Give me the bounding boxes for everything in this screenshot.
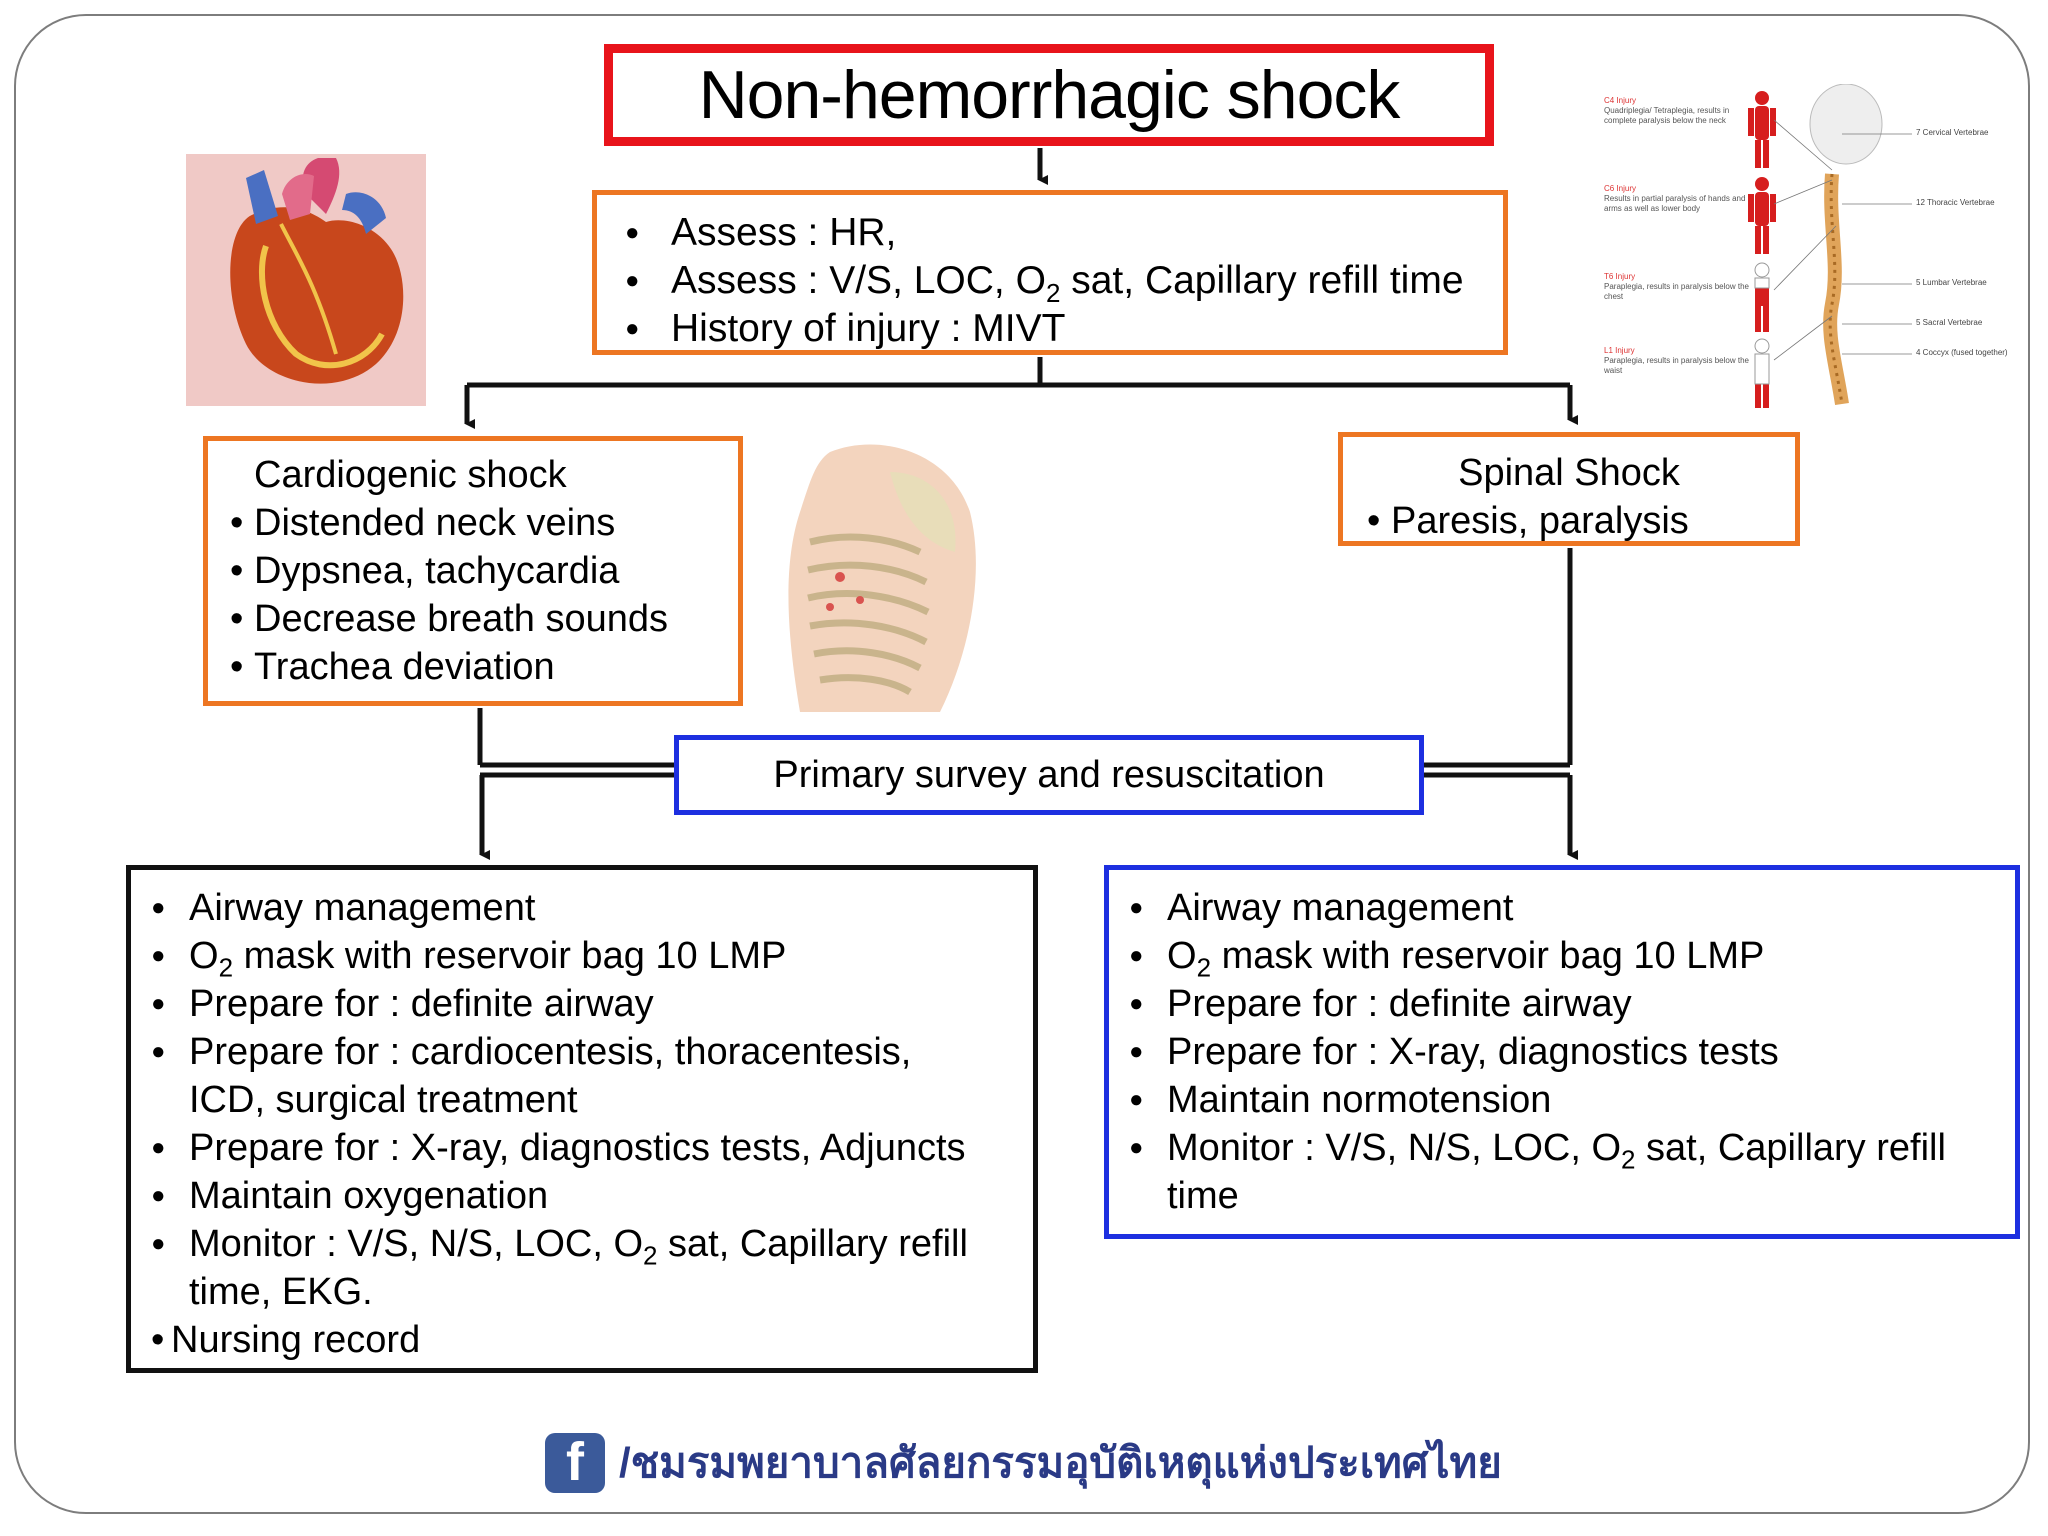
cardiogenic-sign: Decrease breath sounds bbox=[228, 595, 738, 643]
action-item: Prepare for : definite airway bbox=[1129, 980, 2015, 1028]
spinal-heading: Spinal Shock bbox=[1458, 452, 1680, 494]
facebook-icon[interactable]: f bbox=[545, 1432, 605, 1493]
action-item: Nursing record bbox=[151, 1316, 1033, 1364]
action-item: Airway management bbox=[1129, 884, 2015, 932]
spine-injury-t6: T6 Injury Paraplegia, results in paralys… bbox=[1604, 272, 1749, 301]
action-item: Monitor : V/S, N/S, LOC, O2 sat, Capilla… bbox=[151, 1220, 1039, 1316]
assess-box: Assess : HR, Assess : V/S, LOC, O2 sat, … bbox=[592, 190, 1508, 355]
assess-hr: Assess : HR, bbox=[619, 209, 1503, 257]
spine-injury-c4: C4 Injury Quadriplegia/ Tetraplegia, res… bbox=[1604, 96, 1730, 125]
cardiogenic-sign: Dypsnea, tachycardia bbox=[228, 547, 738, 595]
spine-injury-c6: C6 Injury Results in partial paralysis o… bbox=[1604, 184, 1746, 213]
action-item: Monitor : V/S, N/S, LOC, O2 sat, Capilla… bbox=[1129, 1124, 2027, 1220]
spinal-sign: Paresis, paralysis bbox=[1343, 497, 1795, 545]
cardiogenic-heading: Cardiogenic shock bbox=[254, 454, 567, 496]
action-item: Prepare for : cardiocentesis, thoracente… bbox=[151, 1028, 969, 1124]
slide-frame bbox=[14, 14, 2030, 1514]
assess-vs: Assess : V/S, LOC, O2 sat, Capillary ref… bbox=[619, 257, 1503, 306]
ribcage-illustration bbox=[788, 444, 976, 712]
title-box: Non-hemorrhagic shock bbox=[604, 44, 1494, 146]
spine-injury-chart: C4 Injury Quadriplegia/ Tetraplegia, res… bbox=[1596, 84, 2016, 414]
heart-illustration bbox=[186, 154, 426, 406]
primary-survey-box: Primary survey and resuscitation bbox=[674, 735, 1424, 815]
primary-survey-label: Primary survey and resuscitation bbox=[773, 753, 1325, 796]
action-item: Maintain normotension bbox=[1129, 1076, 2015, 1124]
spinal-management-box: Airway management O2 mask with reservoir… bbox=[1104, 865, 2020, 1239]
action-item: O2 mask with reservoir bag 10 LMP bbox=[1129, 932, 2015, 981]
action-item: Prepare for : X-ray, diagnostics tests, … bbox=[151, 1124, 1033, 1172]
history-of-injury: History of injury : MIVT bbox=[619, 305, 1503, 353]
cardiogenic-shock-box: Cardiogenic shock Distended neck veins D… bbox=[203, 436, 743, 706]
cardiogenic-sign: Trachea deviation bbox=[228, 643, 738, 691]
action-item: Maintain oxygenation bbox=[151, 1172, 1033, 1220]
spinal-shock-box: Spinal Shock Paresis, paralysis bbox=[1338, 432, 1800, 546]
action-item: Prepare for : definite airway bbox=[151, 980, 1033, 1028]
spine-injury-l1: L1 Injury Paraplegia, results in paralys… bbox=[1604, 346, 1749, 375]
cardiogenic-management-box: Airway management O2 mask with reservoir… bbox=[126, 865, 1038, 1373]
cardiogenic-sign: Distended neck veins bbox=[228, 499, 738, 547]
action-item: O2 mask with reservoir bag 10 LMP bbox=[151, 932, 1033, 981]
spine-figure bbox=[1748, 84, 1912, 408]
page-title: Non-hemorrhagic shock bbox=[698, 57, 1401, 133]
footer: f /ชมรมพยาบาลศัลยกรรมอุบัติเหตุแห่งประเท… bbox=[545, 1428, 1525, 1498]
action-item: Prepare for : X-ray, diagnostics tests bbox=[1129, 1028, 2015, 1076]
footer-page-link[interactable]: /ชมรมพยาบาลศัลยกรรมอุบัติเหตุแห่งประเทศไ… bbox=[619, 1439, 1502, 1486]
action-item: Airway management bbox=[151, 884, 1033, 932]
